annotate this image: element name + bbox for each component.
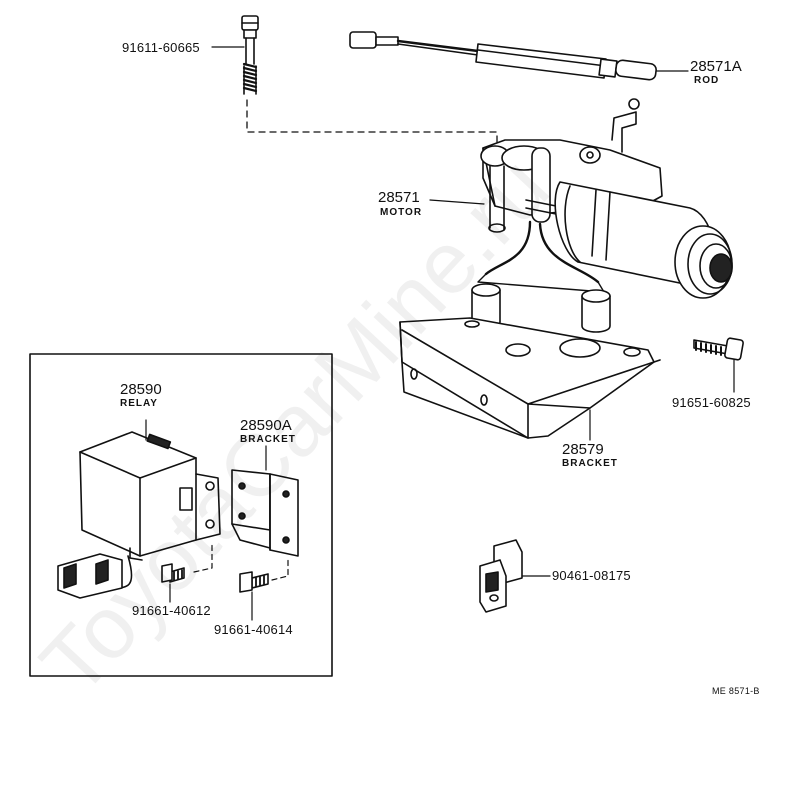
relay-bracket-28590a-drawing	[231, 469, 299, 557]
part-name-bracket: BRACKET	[562, 458, 618, 469]
motor-28571-drawing	[477, 98, 733, 299]
part-name-relay: RELAY	[120, 398, 158, 409]
bolt-91651-60825-drawing	[693, 337, 744, 361]
part-number-bolt-top: 91611-60665	[122, 40, 200, 55]
rod-28571a-drawing	[349, 31, 657, 81]
bolts-91661-drawing	[161, 563, 269, 593]
relay-inset-frame	[29, 353, 333, 677]
part-number-bracket: 28579	[562, 441, 604, 458]
part-name-rod: ROD	[694, 75, 720, 86]
part-number-motor: 28571	[378, 189, 420, 206]
bolt-91611-60665-drawing	[241, 15, 259, 95]
part-number-rod: 28571A	[690, 58, 742, 75]
part-number-relay-bracket: 28590A	[240, 417, 292, 434]
part-name-motor: MOTOR	[380, 207, 423, 218]
part-number-relay: 28590	[120, 381, 162, 398]
relay-28590-drawing	[57, 431, 221, 599]
part-number-bolt-right: 91651-60825	[672, 395, 751, 410]
clip-90461-08175-drawing	[479, 539, 523, 613]
part-number-bolt-relay-1: 91661-40612	[132, 603, 211, 618]
bracket-28579-drawing	[399, 283, 661, 439]
diagram-code: ME 8571-B	[712, 686, 760, 696]
part-name-relay-bracket: BRACKET	[240, 434, 296, 445]
part-number-bolt-relay-2: 91661-40614	[214, 622, 293, 637]
watermark: ToyotaCarMine.ru	[21, 138, 567, 713]
part-number-clip: 90461-08175	[552, 568, 631, 583]
